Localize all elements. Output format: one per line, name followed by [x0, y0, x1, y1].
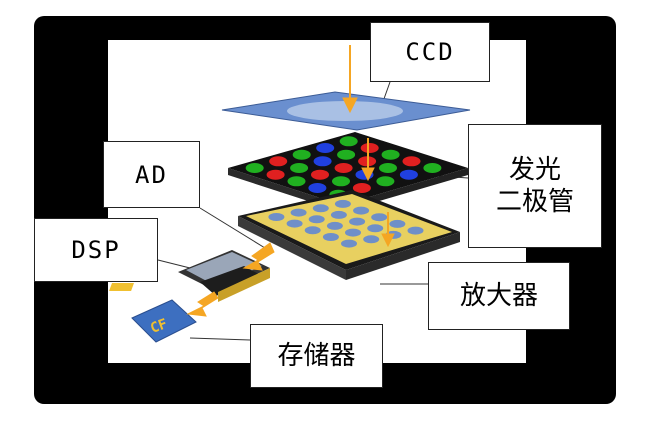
- amplifier-pad: [326, 221, 343, 230]
- led-label-line1: 发光: [508, 154, 561, 185]
- amplifier-pad: [308, 215, 325, 224]
- amplifier-pad: [389, 219, 406, 228]
- led-dot: [313, 156, 332, 167]
- cf-card-body: [131, 299, 197, 343]
- ccd-label: CCD: [370, 22, 490, 82]
- dsp-contact: [109, 283, 134, 291]
- led-dot: [332, 176, 350, 187]
- led-dot: [287, 176, 306, 187]
- amplifier-pads: [268, 199, 424, 248]
- led-dot: [266, 169, 285, 180]
- arrow-into-ccd-head: [342, 97, 358, 114]
- cf-card-label: CF: [148, 316, 169, 337]
- led-dot: [245, 163, 264, 173]
- amplifier-pad: [290, 208, 307, 217]
- led-dot: [402, 156, 421, 167]
- led-dot: [337, 149, 356, 160]
- led-dot: [360, 143, 379, 153]
- amplifier-pad: [349, 217, 366, 226]
- ad-label: AD: [103, 141, 200, 208]
- led-dot: [399, 169, 418, 180]
- amplifier-pad: [304, 226, 321, 235]
- memory-label: 存储器: [250, 324, 383, 388]
- amplifier-pad: [367, 224, 384, 233]
- amplifier-pad: [371, 213, 388, 222]
- led-dot: [376, 176, 395, 187]
- dsp-pins: [218, 268, 270, 302]
- led-dot: [292, 149, 311, 160]
- led-dot: [352, 183, 371, 193]
- amplifier-pad: [268, 213, 285, 221]
- led-dot: [423, 163, 442, 173]
- led-dot: [308, 183, 327, 193]
- amplifier-pad: [312, 204, 329, 213]
- amplifier-pad: [330, 210, 347, 219]
- amplifier-pad: [341, 239, 357, 248]
- led-dot: [381, 149, 400, 160]
- led-dot: [339, 136, 358, 147]
- amplifier-pad: [407, 226, 424, 235]
- dsp-chip-body: [200, 266, 262, 296]
- amplifier-pad: [363, 235, 380, 244]
- amplifier-label: 放大器: [428, 262, 570, 330]
- amplifier-pad: [334, 199, 351, 208]
- signal-arrows: [186, 45, 395, 317]
- led-dot: [316, 143, 335, 153]
- arrow-to-dsp: [242, 242, 275, 271]
- dsp-leader-line: [157, 259, 191, 269]
- dsp-label: DSP: [34, 218, 158, 282]
- led-dot: [334, 163, 353, 173]
- ad-leader-line: [199, 207, 266, 249]
- amplifier-side-left: [238, 216, 346, 280]
- memory-leader-line: [189, 337, 251, 341]
- dsp-die: [186, 252, 262, 286]
- ccd-plate-highlight: [287, 101, 403, 121]
- amplifier-side-right: [346, 232, 460, 280]
- amplifier-layer: [238, 190, 460, 280]
- led-dot: [379, 163, 397, 173]
- amplifier-pad: [345, 228, 361, 237]
- arrow-into-amplifier-head: [381, 233, 395, 248]
- cf-card: CF: [131, 299, 197, 343]
- amplifier-pad: [286, 219, 303, 228]
- arrow-to-cf: [186, 291, 219, 317]
- led-dots: [245, 136, 442, 200]
- led-label-line2: 二极管: [495, 187, 574, 217]
- led-label: 发光 二极管: [468, 124, 602, 248]
- dsp-chip: [109, 250, 270, 302]
- amplifier-pad: [322, 233, 339, 241]
- led-dot: [290, 163, 309, 173]
- led-dot: [311, 169, 329, 180]
- led-dot: [269, 156, 288, 167]
- amplifier-pad: [353, 206, 370, 215]
- arrow-into-led-head: [361, 167, 375, 182]
